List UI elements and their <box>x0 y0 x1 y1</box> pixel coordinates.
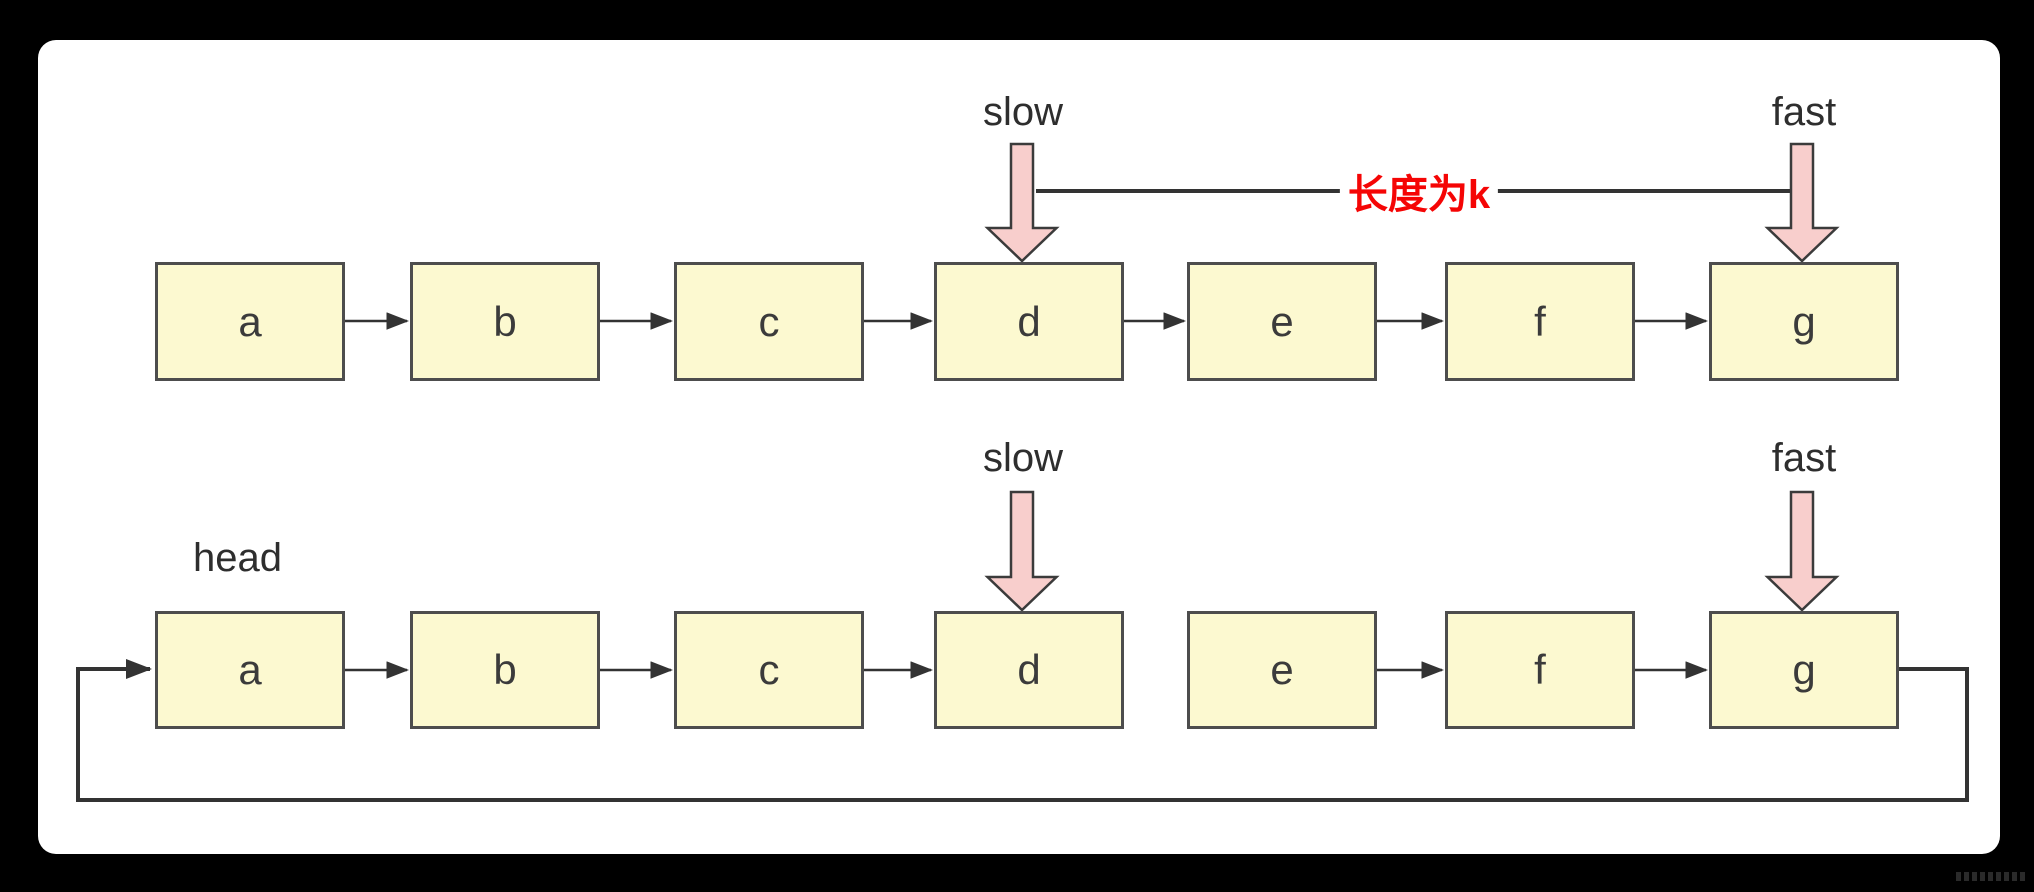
bottom-node-c: c <box>674 611 864 729</box>
fast-label-bottom: fast <box>1771 436 1837 480</box>
node-letter: b <box>493 297 517 345</box>
slow-label-bottom: slow <box>982 436 1064 480</box>
bottom-node-e: e <box>1187 611 1377 729</box>
bottom-node-g: g <box>1709 611 1899 729</box>
node-letter: e <box>1270 297 1294 345</box>
node-letter: c <box>758 297 780 345</box>
top-node-d: d <box>934 262 1124 381</box>
length-label: 长度为k <box>1339 160 1499 222</box>
node-letter: b <box>493 646 517 693</box>
top-node-g: g <box>1709 262 1899 381</box>
node-letter: a <box>238 297 262 345</box>
top-node-b: b <box>410 262 600 381</box>
node-letter: g <box>1792 646 1816 693</box>
node-letter: e <box>1270 646 1294 693</box>
top-node-f: f <box>1445 262 1635 381</box>
top-node-c: c <box>674 262 864 381</box>
fast-label-top: fast <box>1771 90 1837 134</box>
bottom-node-f: f <box>1445 611 1635 729</box>
node-letter: a <box>238 646 262 693</box>
node-letter: f <box>1534 297 1546 345</box>
top-node-a: a <box>155 262 345 381</box>
head-label: head <box>193 536 282 580</box>
node-letter: d <box>1017 646 1041 693</box>
watermark <box>1956 872 2028 881</box>
bottom-node-a: a <box>155 611 345 729</box>
node-letter: g <box>1792 297 1816 345</box>
bottom-node-d: d <box>934 611 1124 729</box>
bottom-node-b: b <box>410 611 600 729</box>
node-letter: d <box>1017 297 1041 345</box>
top-node-e: e <box>1187 262 1377 381</box>
node-letter: c <box>758 646 780 693</box>
node-letter: f <box>1534 646 1546 693</box>
slow-label-top: slow <box>982 90 1064 134</box>
